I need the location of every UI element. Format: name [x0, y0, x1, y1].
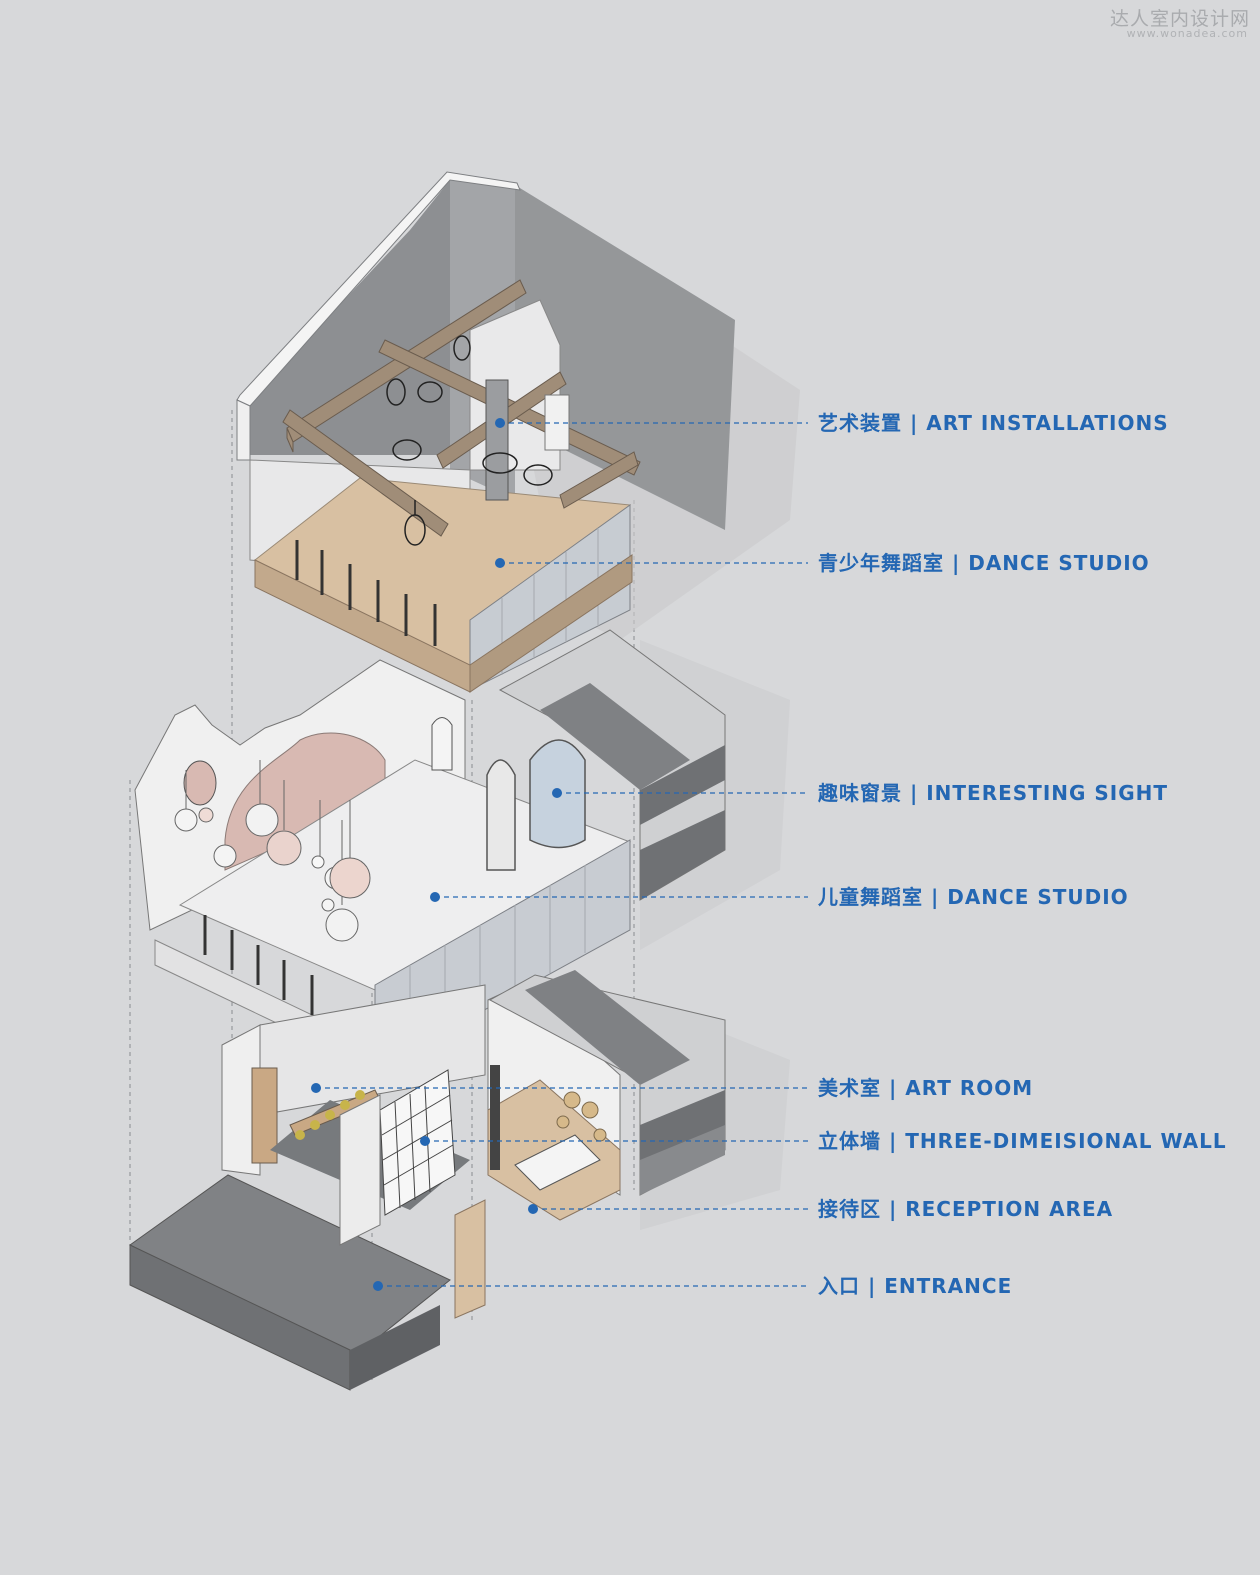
callout-label-art-installations: 艺术装置 | ART INSTALLATIONS: [818, 411, 1169, 435]
callout-dot-reception-area: [528, 1204, 538, 1214]
attic-back-wall-left: [250, 180, 450, 455]
callout-label-art-room: 美术室 | ART ROOM: [818, 1076, 1034, 1100]
watermark-url: www.wonadea.com: [1126, 27, 1248, 40]
callout-dot-art-installations: [495, 418, 505, 428]
callout-label-teen-dance-studio: 青少年舞蹈室 | DANCE STUDIO: [818, 551, 1150, 575]
callout-label-kids-dance-studio: 儿童舞蹈室 | DANCE STUDIO: [818, 885, 1129, 909]
top-floor-attic: [236, 171, 800, 693]
three-dimensional-wall-grid: [379, 1069, 456, 1216]
callout-dot-three-dimensional-wall: [420, 1136, 430, 1146]
callout-dot-interesting-sight: [552, 788, 562, 798]
ground-floor: [129, 970, 790, 1391]
callout-label-entrance: 入口 | ENTRANCE: [818, 1274, 1013, 1298]
callout-label-reception-area: 接待区 | RECEPTION AREA: [818, 1197, 1114, 1221]
callout-label-three-dimensional-wall: 立体墙 | THREE-DIMEISIONAL WALL: [818, 1129, 1227, 1153]
middle-floor: [134, 629, 790, 1071]
callout-dot-kids-dance-studio: [430, 892, 440, 902]
callout-leaders: [316, 422, 808, 1287]
watermark-chinese: 达人室内设计网: [1109, 8, 1250, 30]
callout-label-interesting-sight: 趣味窗景 | INTERESTING SIGHT: [818, 781, 1169, 805]
callout-dot-entrance: [373, 1281, 383, 1291]
pendant-lights: [174, 760, 371, 942]
callout-dot-art-room: [311, 1083, 321, 1093]
callout-dots: [311, 418, 562, 1291]
callout-dot-teen-dance-studio: [495, 558, 505, 568]
